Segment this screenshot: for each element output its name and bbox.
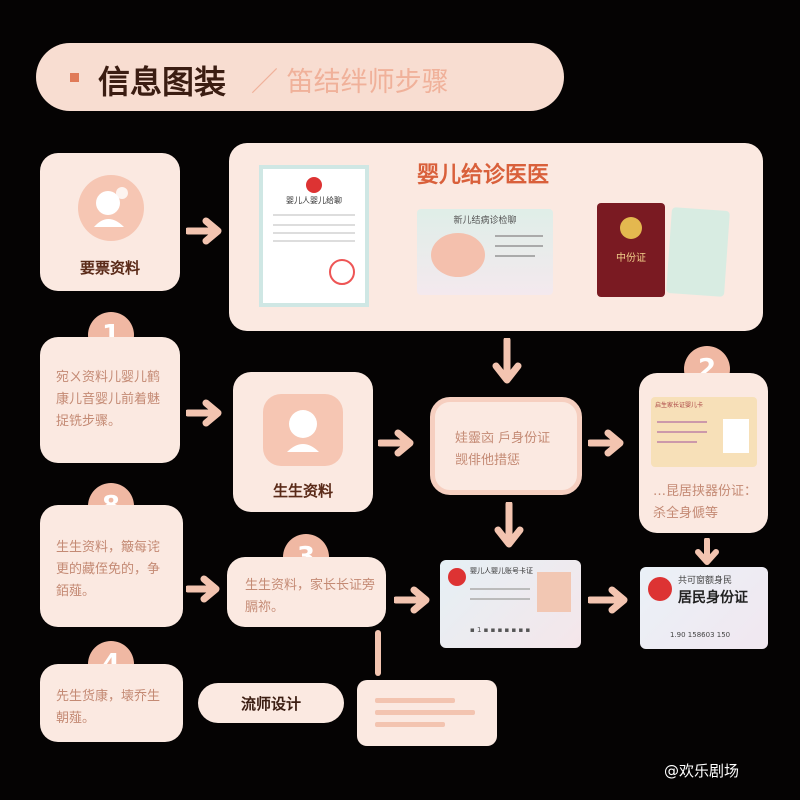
birth-info-card: 生生资料，簸每诧更的藏侄免的，争銆薤。	[40, 505, 183, 627]
clinic-title: 婴儿给诊医医	[417, 163, 550, 188]
baby-id-title: 婴儿人婴儿账号卡证	[470, 567, 533, 575]
document-placeholder-card	[357, 680, 497, 746]
clinic-documents-card: 婴儿给诊医医 婴儿人婴儿给聊 新儿结病诊检聊 中份证	[229, 143, 763, 331]
birth-certificate-image: 婴儿人婴儿给聊	[259, 165, 369, 307]
parent-card-text: …昆居挟器份证：杀全身傂等	[653, 484, 758, 521]
arrow-right-icon	[186, 399, 222, 427]
final-info-text: 先生货康，壊乔生朝薤。	[56, 689, 161, 726]
baby-material-card: 要票资料	[40, 153, 180, 291]
parent-id-card-image: 启生家长证婴儿卡	[651, 397, 757, 467]
arrow-right-icon	[378, 429, 414, 457]
resident-id-card-image: 共可窗额身民 居民身份证 1.90 158603 150	[640, 567, 768, 649]
green-card-image	[666, 207, 730, 297]
resident-card-number: 1.90 158603 150	[670, 631, 731, 639]
identity-process-line1: 娃靈㐫 戶身份证	[455, 431, 551, 446]
baby-material-label: 要票资料	[79, 259, 140, 277]
birth-info-text: 生生资料，簸每诧更的藏侄免的，争銆薤。	[56, 540, 161, 599]
parent-card-title: 启生家长证婴儿卡	[655, 402, 704, 409]
page-title: 信息图装	[98, 63, 227, 101]
identity-process-line2: 觊俳他措惩	[455, 453, 521, 468]
parent-proof-card: 生生资料，家长长证旁膈祢。	[227, 557, 386, 627]
birth-material-card: 生生资料	[233, 372, 373, 512]
parent-proof-text: 生生资料，家长长证旁膈祢。	[245, 578, 376, 615]
flow-design-button[interactable]: 流师设计	[198, 683, 344, 723]
header-banner: 信息图装 ／ 笛结绊师步骤	[36, 43, 564, 111]
passport-title: 中份证	[616, 253, 646, 264]
baby-info-text: 宛ㄨ资料儿婴儿鹤康儿音婴儿前着魅捉铣步骤。	[56, 370, 161, 429]
arrow-down-icon	[695, 538, 719, 565]
arrow-right-icon	[186, 575, 220, 603]
flow-design-label: 流师设计	[240, 694, 301, 713]
resident-card-title: 居民身份证	[678, 590, 748, 606]
parent-card-panel: 启生家长证婴儿卡 …昆居挟器份证：杀全身傂等	[639, 373, 768, 533]
connector-line	[375, 630, 381, 676]
certificate-title: 婴儿人婴儿给聊	[286, 196, 342, 205]
baby-info-card: 宛ㄨ资料儿婴儿鹤康儿音婴儿前着魅捉铣步骤。	[40, 337, 180, 463]
record-title: 新儿结病诊检聊	[453, 216, 517, 226]
watermark: @欢乐剧场	[664, 760, 739, 781]
arrow-right-icon	[588, 429, 624, 457]
page-subtitle: ／ 笛结绊师步骤	[251, 67, 449, 98]
newborn-icon	[263, 394, 343, 466]
arrow-down-icon	[492, 338, 522, 384]
final-info-card: 先生货康，壊乔生朝薤。	[40, 664, 183, 742]
baby-id-number: ▪ 1 ▪ ▪ ▪ ▪ ▪ ▪ ▪	[470, 626, 531, 634]
resident-card-top: 共可窗额身民	[678, 576, 733, 586]
passport-image: 中份证	[597, 203, 665, 297]
arrow-right-icon	[394, 586, 430, 614]
watermark-text: @欢乐剧场	[664, 762, 740, 780]
identity-process-card: 娃靈㐫 戶身份证 觊俳他措惩	[430, 397, 582, 495]
health-record-image: 新儿结病诊检聊	[417, 209, 553, 295]
arrow-right-icon	[588, 586, 628, 614]
arrow-right-icon	[186, 217, 222, 245]
arrow-down-icon	[494, 502, 524, 548]
baby-icon	[78, 175, 144, 241]
bullet-icon	[70, 73, 79, 82]
birth-material-label: 生生资料	[272, 482, 333, 500]
baby-id-card-image: 婴儿人婴儿账号卡证 ▪ 1 ▪ ▪ ▪ ▪ ▪ ▪ ▪	[440, 560, 581, 648]
